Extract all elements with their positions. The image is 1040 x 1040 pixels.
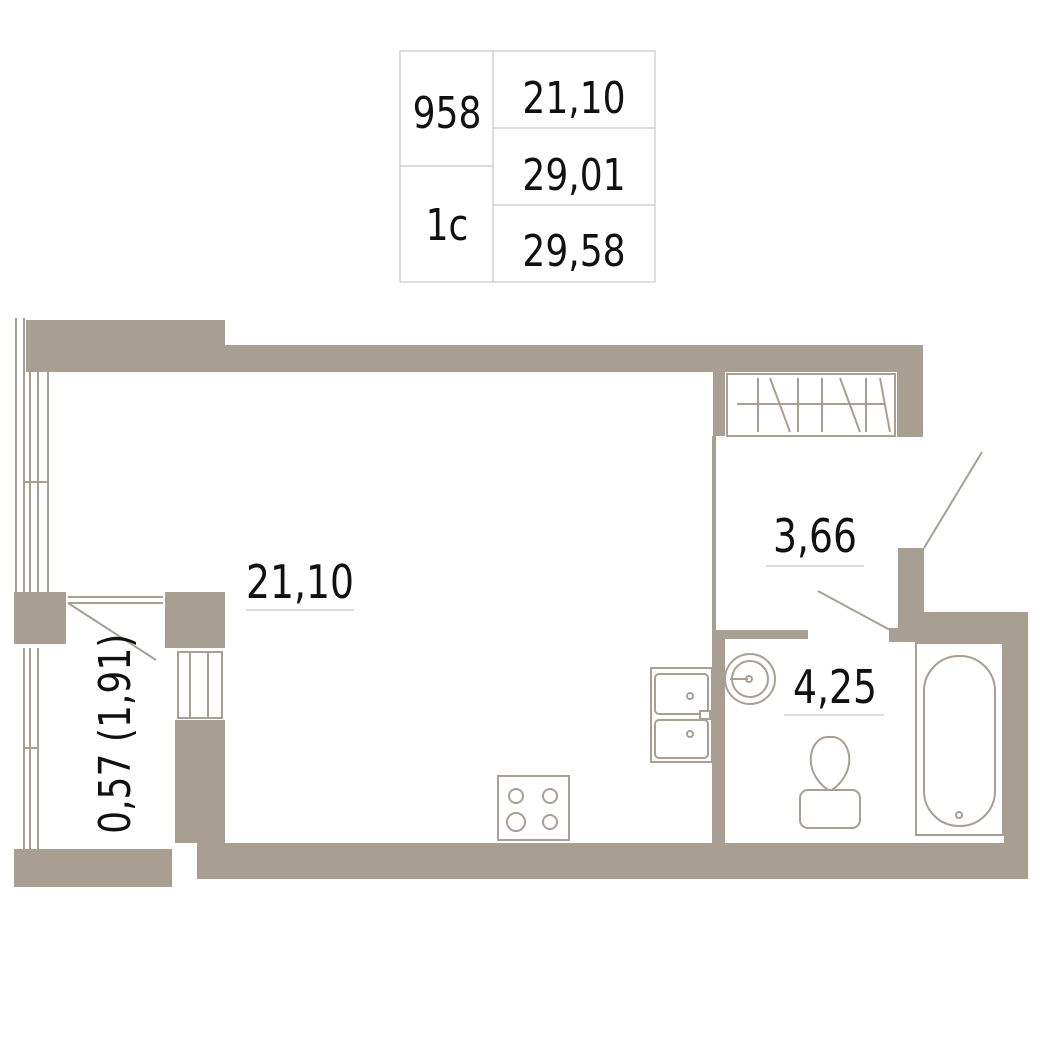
bathroom-area: 4,25	[793, 660, 877, 714]
wall	[712, 639, 725, 849]
wall	[713, 372, 725, 436]
wall	[14, 592, 66, 644]
wall	[165, 592, 225, 648]
kitchen	[497, 667, 713, 841]
windows	[15, 318, 223, 849]
bathroom-door-leaf	[817, 590, 891, 631]
toilet-bowl	[809, 735, 851, 791]
wall	[26, 345, 923, 372]
toilet-tank	[799, 789, 861, 829]
walls	[14, 320, 1028, 887]
apartment-number: 958	[413, 89, 482, 139]
washbasin-drain	[745, 675, 753, 683]
sink-drain	[686, 692, 694, 700]
wall	[197, 843, 1028, 879]
wall	[175, 720, 225, 843]
hanger	[769, 377, 791, 433]
wall	[897, 345, 923, 437]
wall	[14, 849, 172, 887]
balcony-area: 0,57 (1,91)	[91, 634, 141, 834]
burner	[508, 788, 524, 804]
living-room-area: 21,10	[246, 555, 354, 609]
wall	[889, 628, 927, 642]
total-area: 29,01	[522, 151, 625, 201]
bathtub-drain	[955, 811, 963, 819]
wall	[1004, 612, 1028, 879]
total-area-with-balcony: 29,58	[522, 227, 625, 277]
wardrobe	[726, 373, 896, 437]
wall	[712, 630, 808, 639]
balcony-door-swing	[67, 602, 157, 661]
burner	[542, 788, 558, 804]
sink-drain	[686, 730, 694, 738]
sink-bowl	[654, 673, 709, 715]
bathroom-door	[817, 590, 891, 631]
entrance-door	[923, 451, 983, 549]
apartment-summary-table: 958 1с 21,10 29,01 29,58	[399, 50, 656, 283]
entrance-door-leaf	[923, 451, 983, 549]
hanger	[839, 377, 861, 433]
living-area: 21,10	[522, 74, 625, 124]
burner	[506, 812, 526, 832]
wall	[712, 436, 716, 630]
hallway-area: 3,66	[773, 509, 857, 563]
balcony-window	[177, 651, 223, 719]
burner	[542, 814, 558, 830]
bathroom-fixtures	[724, 642, 1004, 836]
sink-bowl	[654, 719, 709, 759]
bathtub-basin	[923, 655, 996, 827]
apartment-type: 1с	[426, 201, 469, 251]
hanger	[879, 377, 891, 433]
room-labels: 21,10 3,66 4,25 0,57 (1,91)	[91, 509, 884, 834]
stove	[497, 775, 570, 841]
wall	[898, 548, 924, 612]
faucet	[699, 710, 711, 720]
